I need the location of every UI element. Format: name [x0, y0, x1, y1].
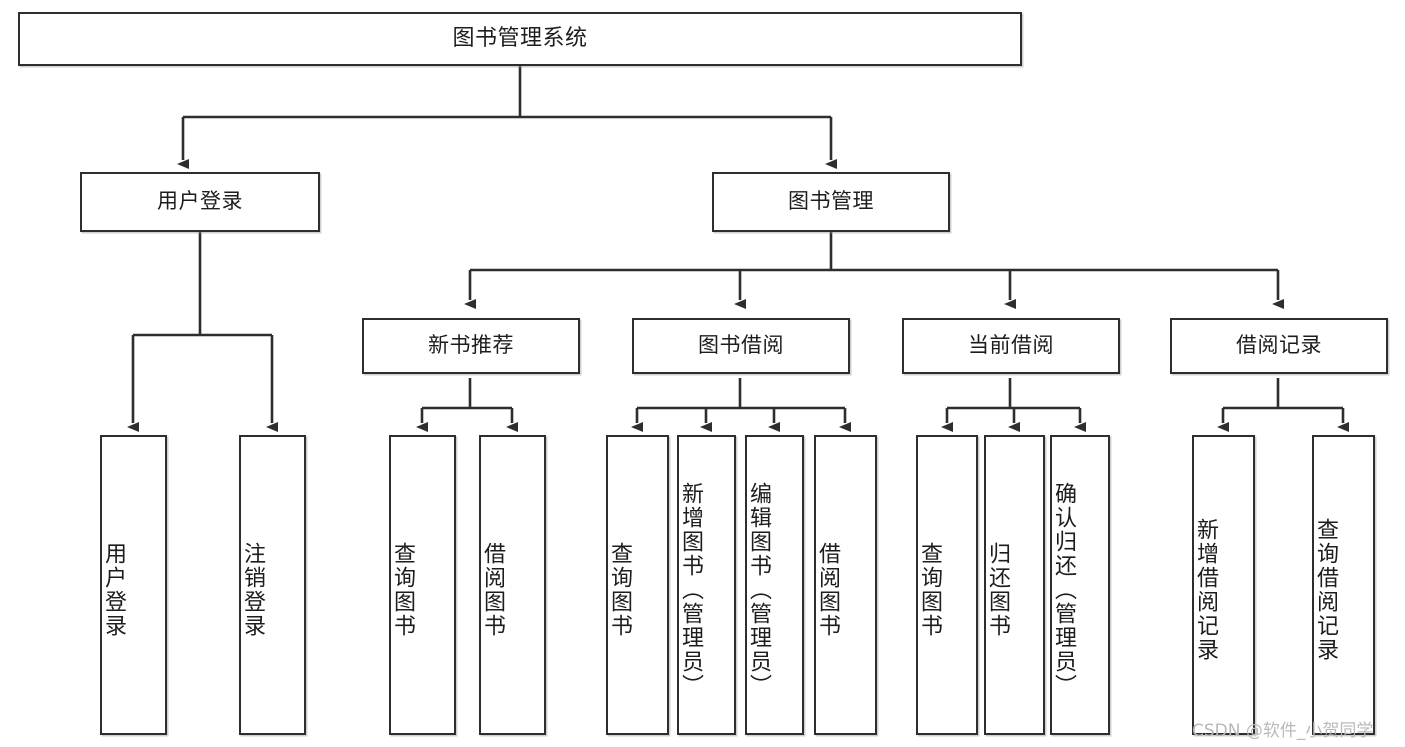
node-label: 注销登录	[240, 542, 265, 638]
node-label: 用户登录	[157, 189, 243, 214]
node-label: 借阅记录	[1236, 333, 1322, 358]
leaf-current-borrow-query-book[interactable]: 查询图书	[916, 435, 978, 735]
leaf-current-borrow-confirm-return-admin[interactable]: 确认归还（管理员）	[1050, 435, 1110, 735]
leaf-new-book-query-book[interactable]: 查询图书	[389, 435, 456, 735]
node-label: 编辑图书（管理员）	[746, 482, 771, 698]
node-borrow-record[interactable]: 借阅记录	[1170, 318, 1388, 374]
node-book-management[interactable]: 图书管理	[712, 172, 950, 232]
node-label: 用户登录	[101, 542, 126, 638]
node-label: 新书推荐	[428, 333, 514, 358]
node-label: 归还图书	[985, 542, 1010, 638]
leaf-book-borrow-borrow-book[interactable]: 借阅图书	[814, 435, 877, 735]
csdn-watermark: CSDN @软件_小贺同学	[1192, 721, 1374, 741]
connector-lines	[127, 66, 1349, 432]
leaf-borrow-record-add-record[interactable]: 新增借阅记录	[1192, 435, 1255, 735]
leaf-borrow-record-query-record[interactable]: 查询借阅记录	[1312, 435, 1375, 735]
node-label: 确认归还（管理员）	[1051, 482, 1076, 698]
node-label: 新增图书（管理员）	[678, 482, 703, 698]
node-label: 借阅图书	[480, 542, 505, 638]
node-label: 图书管理系统	[452, 25, 588, 51]
leaf-book-borrow-add-book-admin[interactable]: 新增图书（管理员）	[677, 435, 736, 735]
node-label: 图书管理	[788, 189, 874, 214]
leaf-user-login-logout[interactable]: 注销登录	[239, 435, 306, 735]
leaf-book-borrow-query-book[interactable]: 查询图书	[606, 435, 669, 735]
node-new-book-recommend[interactable]: 新书推荐	[362, 318, 580, 374]
node-root-book-management-system[interactable]: 图书管理系统	[18, 12, 1022, 66]
leaf-new-book-borrow-book[interactable]: 借阅图书	[479, 435, 546, 735]
node-label: 查询图书	[917, 542, 942, 638]
leaf-user-login-login[interactable]: 用户登录	[100, 435, 167, 735]
node-label: 查询借阅记录	[1313, 518, 1338, 662]
node-user-login[interactable]: 用户登录	[80, 172, 320, 232]
node-label: 图书借阅	[698, 333, 784, 358]
leaf-book-borrow-edit-book-admin[interactable]: 编辑图书（管理员）	[745, 435, 804, 735]
node-label: 当前借阅	[968, 333, 1054, 358]
node-label: 新增借阅记录	[1193, 518, 1218, 662]
node-label: 借阅图书	[815, 542, 840, 638]
node-current-borrow[interactable]: 当前借阅	[902, 318, 1120, 374]
node-label: 查询图书	[607, 542, 632, 638]
node-label: 查询图书	[390, 542, 415, 638]
leaf-current-borrow-return-book[interactable]: 归还图书	[984, 435, 1045, 735]
node-book-borrow[interactable]: 图书借阅	[632, 318, 850, 374]
